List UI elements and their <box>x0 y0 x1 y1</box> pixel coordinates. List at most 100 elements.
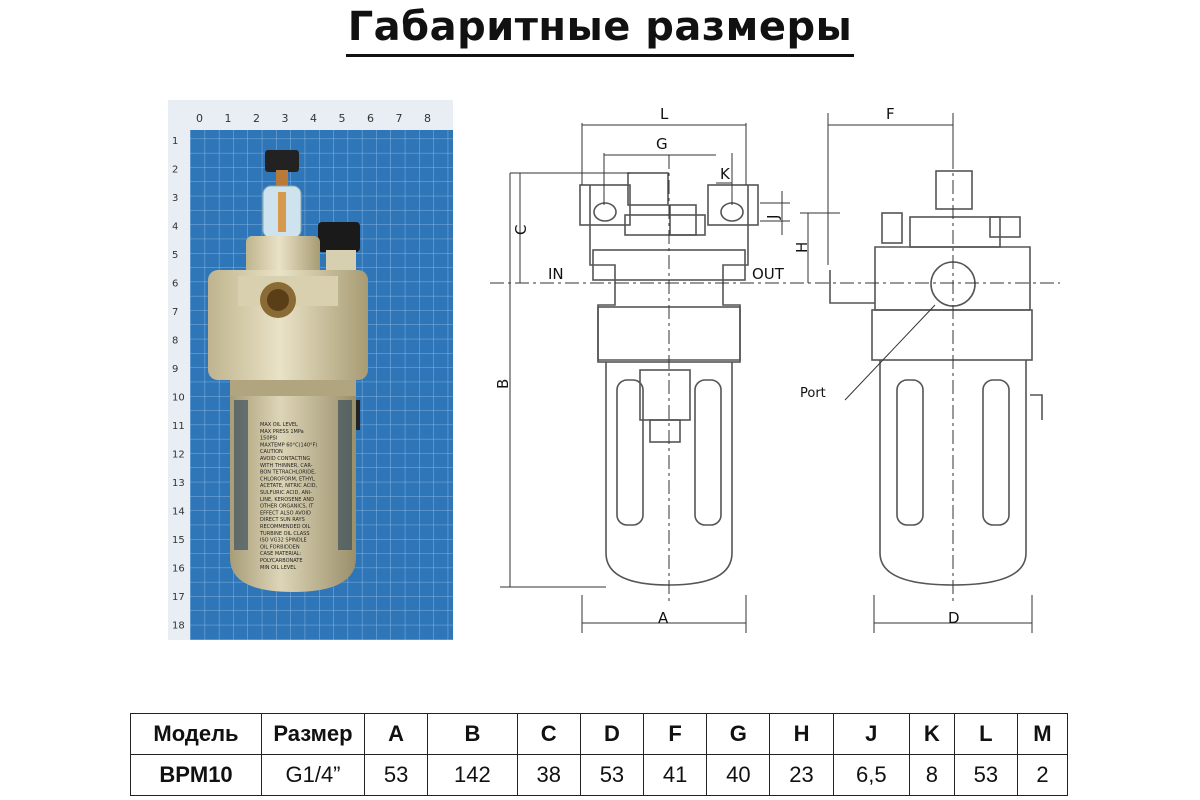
bowl-label-line: 150PSI <box>260 436 277 442</box>
ruler-left-tick-label: 6 <box>172 279 178 290</box>
bowl-label-line: SULFURIC ACID, ANI- <box>260 490 312 496</box>
dimension-drawing-svg: L G K J C IN OUT B A F H Port D <box>490 105 1060 633</box>
ruler-left-tick-label: 2 <box>172 165 178 176</box>
header-cell: C <box>516 713 581 755</box>
ruler-left-tick-label: 8 <box>172 336 178 347</box>
bowl-label-line: ACETATE, NITRIC ACID, <box>260 483 318 489</box>
bowl-label-line: MIN OIL LEVEL <box>260 565 296 571</box>
ruler-left-tick-label: 3 <box>172 193 178 204</box>
bowl-label-line: EFFECT ALSO AVOID <box>260 510 311 516</box>
page-title-wrap: Габаритные размеры <box>0 0 1200 57</box>
ruler-top-tick-label: 0 <box>196 112 203 125</box>
ruler-top <box>168 100 453 130</box>
value-cell-j: 6,5 <box>832 754 910 796</box>
ruler-top-tick-label: 8 <box>424 112 431 125</box>
ruler-left-tick-label: 9 <box>172 364 178 375</box>
ruler-left-tick-label: 10 <box>172 393 185 404</box>
ruler-top-tick-label: 5 <box>339 112 346 125</box>
header-cell: F <box>643 713 708 755</box>
header-cell: G <box>706 713 771 755</box>
ruler-top-tick-label: 6 <box>367 112 374 125</box>
table-header-row: Модель Размер A B C D F G H J K L M <box>130 713 1069 755</box>
value-cell-b: 142 <box>427 754 518 796</box>
bowl-label-line: BON TETRACHLORIDE, <box>260 470 316 476</box>
header-cell: H <box>769 713 834 755</box>
dim-label-D: D <box>948 609 960 627</box>
header-cell: B <box>427 713 518 755</box>
value-cell-a: 53 <box>363 754 429 796</box>
dim-label-C: C <box>512 225 530 235</box>
size-cell: G1/4” <box>261 754 365 796</box>
ruler-left <box>168 100 190 640</box>
bowl-label-line: OIL FORBIDDEN <box>260 544 300 550</box>
bowl-label-line: LINE, KEROSENE AND <box>260 497 314 503</box>
table-row: BPM10 G1/4” 53 142 38 53 41 40 23 6,5 8 … <box>130 754 1069 796</box>
value-cell-c: 38 <box>516 754 581 796</box>
value-cell-d: 53 <box>579 754 645 796</box>
ruler-top-tick-label: 1 <box>225 112 232 125</box>
ruler-left-tick-label: 5 <box>172 250 178 261</box>
header-cell: J <box>832 713 910 755</box>
dim-label-J: J <box>764 215 782 220</box>
ruler-left-tick-label: 17 <box>172 592 185 603</box>
ruler-top-tick-label: 3 <box>282 112 289 125</box>
ruler-top-tick-label: 4 <box>310 112 317 125</box>
value-cell-l: 53 <box>953 754 1018 796</box>
bowl-label-line: MAX PRESS 1MPa <box>260 429 304 435</box>
value-cell-g: 40 <box>706 754 771 796</box>
dim-label-L: L <box>660 105 669 123</box>
bowl-label-line: WITH THINNER, CAR- <box>260 463 313 469</box>
value-cell-k: 8 <box>908 754 955 796</box>
bowl-label-line: CAUTION <box>260 449 283 455</box>
dim-label-H: H <box>793 242 811 253</box>
page-title: Габаритные размеры <box>345 0 855 57</box>
ruler-top-tick-label: 2 <box>253 112 260 125</box>
dim-label-G: G <box>656 135 668 153</box>
ruler-left-tick-label: 7 <box>172 307 178 318</box>
ruler-left-tick-label: 15 <box>172 535 185 546</box>
model-cell: BPM10 <box>130 754 262 796</box>
value-cell-f: 41 <box>643 754 708 796</box>
header-cell: A <box>363 713 429 755</box>
bowl-label-line: OTHER ORGANICS, IT <box>260 504 314 510</box>
bowl-label-line: ISO VG32 SPINDLE <box>260 538 307 544</box>
ruler-left-tick-label: 16 <box>172 564 185 575</box>
bowl-label-line: AVOID CONTACTING <box>260 456 310 462</box>
ruler-left-tick-label: 18 <box>172 621 185 632</box>
dimensions-table: Модель Размер A B C D F G H J K L M BPM1… <box>130 713 1069 796</box>
label-port: Port <box>800 386 826 401</box>
ruler-left-tick-label: 12 <box>172 450 185 461</box>
bowl-label-line: RECOMMENDED OIL <box>260 524 310 530</box>
value-cell-m: 2 <box>1016 754 1069 796</box>
header-cell: D <box>579 713 645 755</box>
dim-label-B: B <box>494 379 512 389</box>
header-cell: K <box>908 713 955 755</box>
dim-label-K: K <box>720 165 731 183</box>
header-cell: M <box>1016 713 1069 755</box>
dimension-drawing: L G K J C IN OUT B A F H Port D <box>470 95 1080 640</box>
bowl-label-line: POLYCARBONATE <box>260 558 303 564</box>
bowl-label-line: CHLOROFORM, ETHYL <box>260 476 315 482</box>
bowl-label-line: TURBINE OIL CLASS <box>259 531 310 537</box>
label-out: OUT <box>752 265 785 283</box>
ruler-left-tick-label: 11 <box>172 421 185 432</box>
ruler-left-tick-label: 14 <box>172 507 185 518</box>
ruler-top-tick-label: 7 <box>396 112 403 125</box>
value-cell-h: 23 <box>769 754 834 796</box>
ruler-left-tick-label: 4 <box>172 222 178 233</box>
bowl-label-line: CASE MATERIAL: <box>260 551 302 557</box>
ruler-left-tick-label: 1 <box>172 136 178 147</box>
dim-label-F: F <box>886 105 895 123</box>
dim-label-A: A <box>658 609 669 627</box>
header-cell: Модель <box>130 713 262 755</box>
bowl-label-line: MAX OIL LEVEL <box>260 422 298 428</box>
ruler-left-tick-label: 13 <box>172 478 185 489</box>
label-in: IN <box>548 265 564 283</box>
header-cell: L <box>953 713 1018 755</box>
bowl-label-line: MAXTEMP 60°C(140°F) <box>260 442 317 448</box>
bowl-label-line: DIRECT SUN RAYS <box>260 517 305 523</box>
header-cell: Размер <box>261 713 365 755</box>
